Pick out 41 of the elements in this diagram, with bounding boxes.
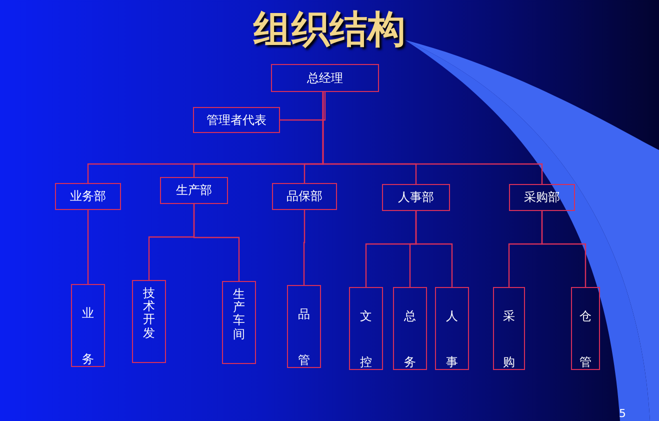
department-box	[271, 64, 379, 92]
node-label: 业务部	[70, 188, 106, 205]
connector-line	[193, 204, 240, 281]
page-number: 5	[619, 407, 626, 420]
department-box	[509, 184, 575, 211]
unit-box	[349, 287, 383, 370]
node-label: 人事	[446, 308, 458, 371]
unit-box	[393, 287, 427, 370]
unit-box	[287, 285, 321, 368]
node-label: 人事部	[398, 189, 434, 206]
unit-box	[493, 287, 525, 370]
node-label: 生产车间	[233, 288, 245, 341]
node-label: 业务	[82, 305, 94, 368]
connector-line	[541, 211, 586, 287]
department-box	[193, 107, 280, 133]
node-label: 管理者代表	[206, 112, 266, 128]
unit-box	[435, 287, 469, 370]
node-label: 采购部	[524, 189, 560, 206]
department-box	[55, 183, 121, 210]
department-box	[272, 183, 337, 210]
unit-box	[71, 284, 105, 367]
node-label: 采购	[503, 308, 515, 371]
node-label: 技术开发	[143, 287, 155, 340]
connector-line	[415, 211, 453, 287]
node-label: 品保部	[286, 188, 322, 205]
unit-box	[132, 280, 166, 363]
node-label: 仓管	[580, 308, 592, 371]
department-box	[382, 184, 450, 211]
node-label: 总经理	[307, 70, 343, 86]
department-box	[160, 177, 228, 204]
connector-line	[87, 210, 89, 284]
node-label: 品管	[298, 306, 310, 369]
connector-line	[303, 210, 306, 285]
title: 组织结构	[252, 5, 406, 53]
node-label: 生产部	[176, 182, 212, 199]
node-label: 总务	[404, 308, 416, 371]
connector-line	[280, 92, 326, 121]
connector-line	[322, 92, 543, 184]
unit-box	[571, 287, 600, 370]
node-label: 文控	[360, 308, 372, 371]
unit-box	[222, 281, 256, 364]
